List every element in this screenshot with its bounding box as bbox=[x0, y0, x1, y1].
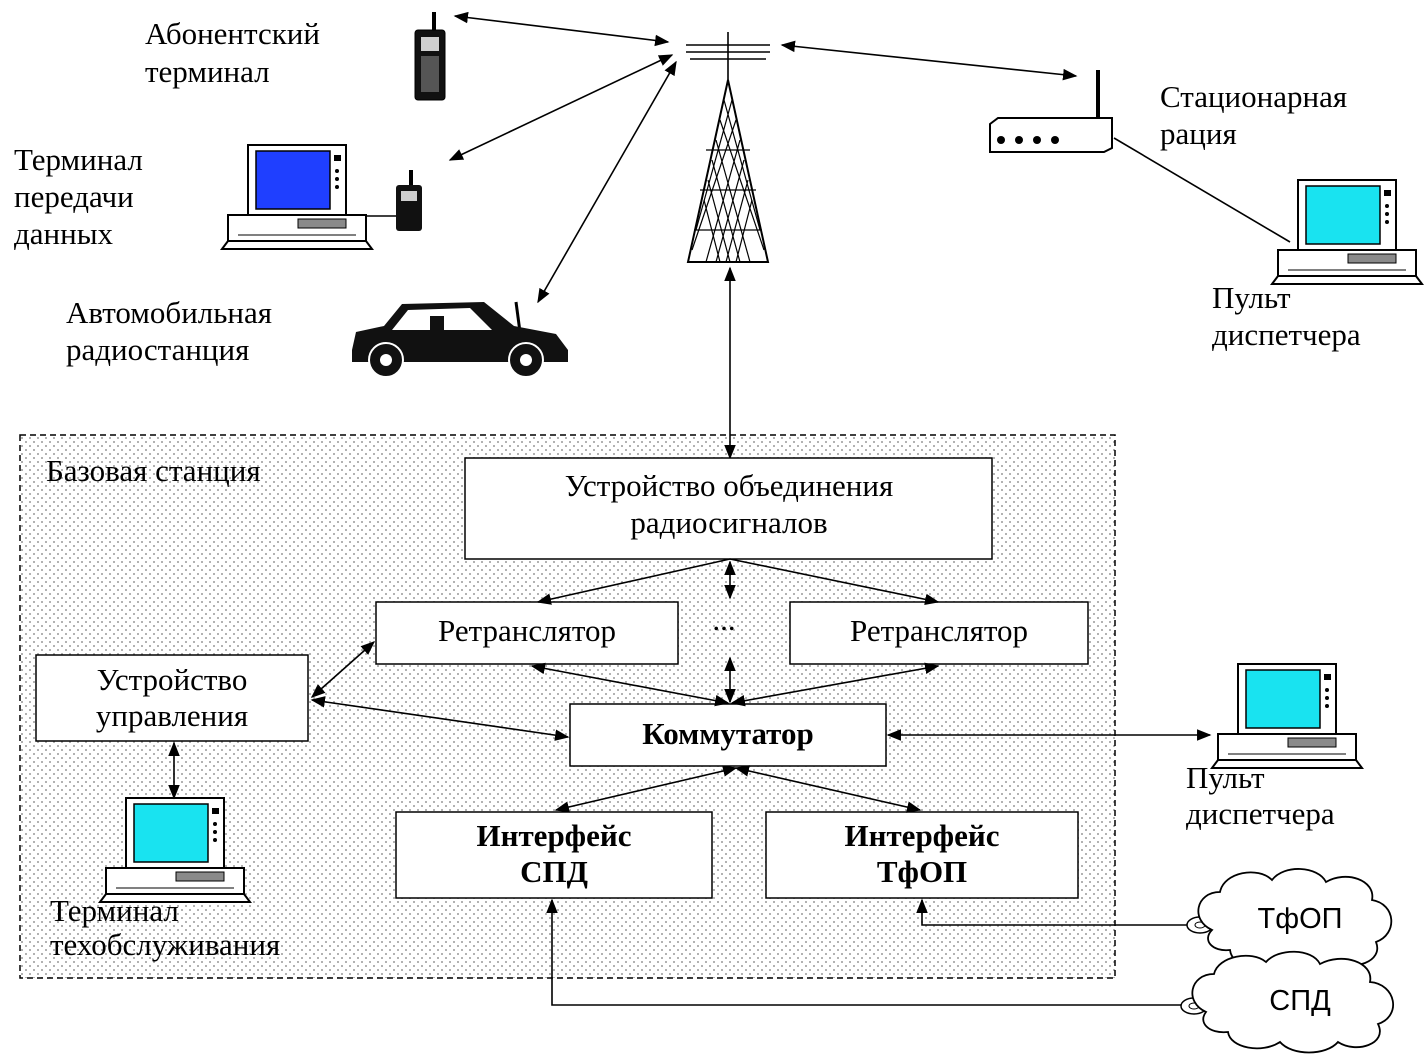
repeater-left-box: Ретранслятор bbox=[375, 601, 679, 665]
repeater-right-label: Ретранслятор bbox=[850, 613, 1028, 648]
control-unit-label-1: Устройство bbox=[97, 662, 248, 697]
computer-terminal-icon bbox=[221, 144, 373, 250]
internal-links bbox=[168, 558, 1212, 813]
spd-interface-box: Интерфейс СПД bbox=[395, 811, 713, 899]
dispatcher-right-label-2: диспетчера bbox=[1186, 796, 1335, 831]
dispatcher-top-label-2: диспетчера bbox=[1212, 317, 1361, 352]
antenna-tower-icon bbox=[686, 32, 770, 263]
switch-box: Коммутатор bbox=[569, 703, 887, 767]
computer-terminal-icon bbox=[1211, 663, 1363, 769]
base-station-label: Базовая станция bbox=[46, 453, 261, 488]
repeater-ellipsis: ... bbox=[712, 602, 735, 637]
radio-links bbox=[448, 11, 1078, 460]
cell-phone-icon bbox=[396, 170, 422, 231]
data-terminal-label-1: Терминал bbox=[14, 142, 143, 177]
switch-label: Коммутатор bbox=[642, 716, 813, 751]
stationary-radio-label-1: Стационарная bbox=[1160, 79, 1347, 114]
spd-cloud-label: СПД bbox=[1269, 985, 1331, 1017]
data-terminal-label-3: данных bbox=[14, 216, 114, 251]
pstn-interface-label-1: Интерфейс bbox=[844, 818, 999, 853]
dispatcher-right-label-1: Пульт bbox=[1186, 760, 1265, 795]
car-station-label-2: радиостанция bbox=[66, 332, 249, 367]
combiner-label-1: Устройство объединения bbox=[565, 468, 894, 503]
spd-interface-label-1: Интерфейс bbox=[476, 818, 631, 853]
radio-console-cable bbox=[1113, 137, 1291, 243]
stationary-radio-label-2: рация bbox=[1160, 116, 1237, 151]
pstn-interface-box: Интерфейс ТфОП bbox=[765, 811, 1079, 899]
maintenance-label-1: Терминал bbox=[50, 893, 179, 928]
radio-base-icon bbox=[989, 70, 1113, 153]
data-terminal-label-2: передачи bbox=[14, 179, 134, 214]
spd-interface-label-2: СПД bbox=[520, 854, 588, 889]
car-station-label-1: Автомобильная bbox=[66, 295, 272, 330]
pstn-cloud-label: ТфОП bbox=[1258, 903, 1343, 935]
pstn-interface-label-2: ТфОП bbox=[877, 854, 967, 889]
subscriber-terminal-label-1: Абонентский bbox=[145, 16, 320, 51]
car-icon bbox=[352, 301, 568, 378]
maintenance-label-2: техобслуживания bbox=[50, 927, 280, 962]
dispatcher-top-label-1: Пульт bbox=[1212, 280, 1291, 315]
computer-terminal-icon bbox=[1271, 179, 1423, 285]
repeater-left-label: Ретранслятор bbox=[438, 613, 616, 648]
combiner-label-2: радиосигналов bbox=[630, 505, 827, 540]
control-unit-label-2: управления bbox=[96, 698, 248, 733]
control-unit-box: Устройство управления bbox=[35, 654, 309, 742]
cloud-icon: ТфОП bbox=[1197, 868, 1393, 974]
cloud-icon: СПД bbox=[1191, 950, 1394, 1054]
repeater-right-box: Ретранслятор bbox=[789, 601, 1089, 665]
combiner-box: Устройство объединения радиосигналов bbox=[464, 457, 993, 560]
subscriber-terminal-label-2: терминал bbox=[145, 54, 270, 89]
cell-phone-icon bbox=[414, 12, 446, 101]
